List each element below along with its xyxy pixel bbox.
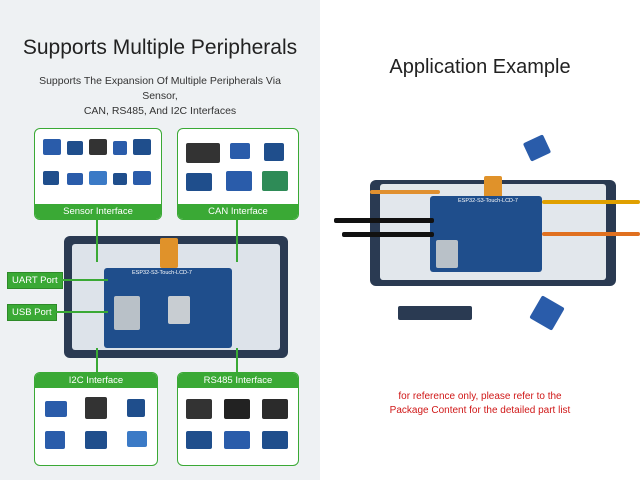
i2c-module	[127, 399, 145, 417]
sensor-module	[89, 171, 107, 185]
rs485-module	[186, 399, 212, 419]
camera-module	[398, 306, 472, 320]
rs485-module	[186, 431, 212, 449]
i2c-connector-line	[96, 348, 98, 372]
can-connector-line	[236, 218, 238, 262]
lcd-controller	[168, 296, 190, 324]
sensor-interface-label: Sensor Interface	[35, 204, 161, 219]
sensor-module	[43, 171, 59, 185]
esp32-chip	[114, 296, 140, 330]
can-module	[186, 173, 212, 191]
i2c-panel: I2C Interface	[34, 372, 158, 466]
reference-note-line2: Package Content for the detailed part li…	[389, 405, 571, 416]
application-title: Application Example	[389, 56, 571, 78]
reference-note-line1: for reference only, please refer to the	[398, 391, 562, 402]
i2c-interface-label: I2C Interface	[35, 373, 157, 388]
i2c-module	[85, 397, 107, 419]
sensor-module	[133, 171, 151, 185]
wire-bundle	[370, 190, 440, 194]
sensor-module-bottom	[529, 295, 565, 331]
usb-connector-line	[54, 311, 108, 313]
can-module	[226, 171, 252, 191]
can-module	[230, 143, 250, 159]
rs485-module	[224, 399, 250, 419]
can-interface-label: CAN Interface	[178, 204, 298, 219]
usb-port-label: USB Port	[7, 304, 57, 321]
usb-cable	[334, 218, 434, 223]
usb-cable	[342, 232, 434, 237]
app-board-label: ESP32-S3-Touch-LCD-7	[458, 198, 518, 204]
rs485-connector-line	[236, 348, 238, 372]
uart-connector-line	[60, 279, 108, 281]
peripherals-section: Supports Multiple Peripherals Supports T…	[0, 0, 320, 480]
sensor-module	[133, 139, 151, 155]
rs485-module	[224, 431, 250, 449]
rs485-module	[262, 399, 288, 419]
sensor-module	[43, 139, 61, 155]
sensor-module	[89, 139, 107, 155]
peripherals-subtitle: Supports The Expansion Of Multiple Perip…	[39, 75, 281, 117]
sensor-panel: Sensor Interface	[34, 128, 162, 220]
peripherals-title: Supports Multiple Peripherals	[22, 36, 298, 59]
rs485-panel: RS485 Interface	[177, 372, 299, 466]
sensor-module	[67, 141, 83, 155]
i2c-module	[45, 401, 67, 417]
uart-port-label: UART Port	[7, 272, 63, 289]
flex-cable	[160, 238, 178, 268]
can-panel: CAN Interface	[177, 128, 299, 220]
i2c-module	[85, 431, 107, 449]
wire-bundle	[542, 200, 640, 204]
can-module	[262, 171, 288, 191]
device-board-label: ESP32-S3-Touch-LCD-7	[132, 270, 192, 276]
application-section: Application Example ESP32-S3-Touch-LCD-7…	[320, 0, 640, 480]
can-module	[186, 143, 220, 163]
app-esp32-chip	[436, 240, 458, 268]
sensor-connector-line	[96, 218, 98, 262]
sensor-module-top	[522, 134, 552, 162]
app-flex-cable	[484, 176, 502, 198]
wire-bundle	[542, 232, 640, 236]
sensor-module	[113, 141, 127, 155]
can-module	[264, 143, 284, 161]
rs485-module	[262, 431, 288, 449]
sensor-module	[113, 173, 127, 185]
i2c-module	[127, 431, 147, 447]
i2c-module	[45, 431, 65, 449]
rs485-interface-label: RS485 Interface	[178, 373, 298, 388]
sensor-module	[67, 173, 83, 185]
